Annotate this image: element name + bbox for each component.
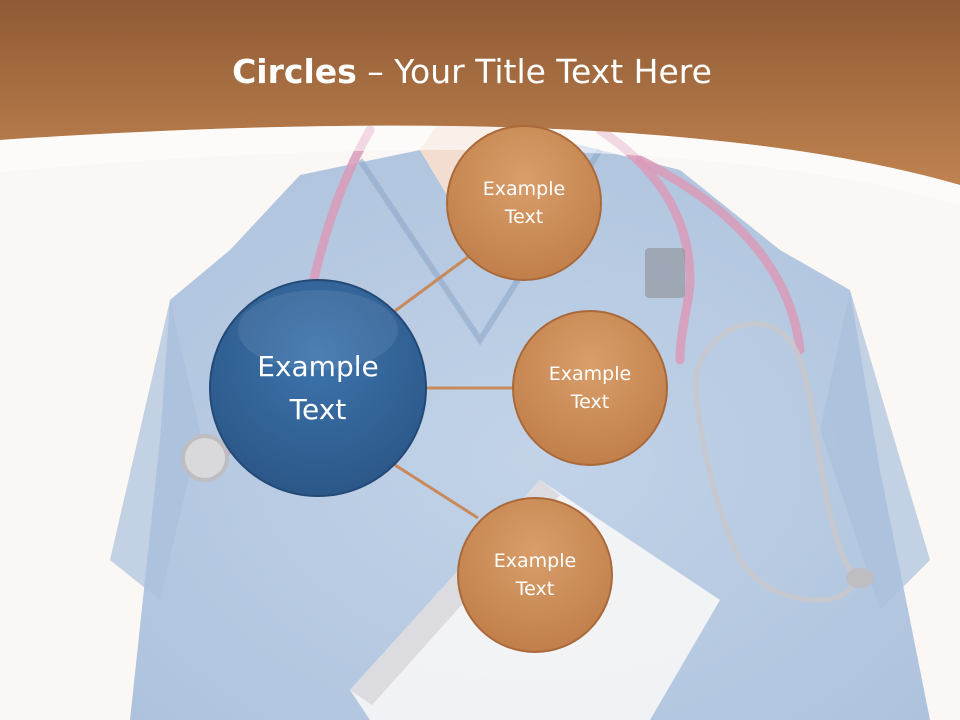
satellite-label-middle: Example Text xyxy=(525,323,655,453)
center-circle-label: Example Text xyxy=(218,288,418,488)
satellite-middle-line2: Text xyxy=(570,391,610,413)
center-circle-highlight xyxy=(238,290,398,370)
satellite-circle-top[interactable] xyxy=(446,125,602,281)
satellite-circle-bottom[interactable] xyxy=(457,497,613,653)
connector-bottom xyxy=(394,463,479,520)
slide-title: Circles – Your Title Text Here xyxy=(0,52,944,91)
satellite-top-line2: Text xyxy=(504,206,544,228)
satellite-circle-middle[interactable] xyxy=(512,310,668,466)
connector-top xyxy=(394,255,469,313)
satellite-bottom-line2: Text xyxy=(515,578,555,600)
center-label-line2: Text xyxy=(289,393,347,426)
satellite-label-top: Example Text xyxy=(459,138,589,268)
center-label-line1: Example xyxy=(257,349,379,383)
title-rest: – Your Title Text Here xyxy=(356,52,712,91)
center-circle[interactable] xyxy=(209,279,427,497)
satellite-label-bottom: Example Text xyxy=(470,510,600,640)
satellite-top-line1: Example xyxy=(482,177,566,200)
satellite-bottom-line1: Example xyxy=(493,549,577,572)
satellite-middle-line1: Example xyxy=(548,362,632,385)
title-bold: Circles xyxy=(232,52,357,91)
